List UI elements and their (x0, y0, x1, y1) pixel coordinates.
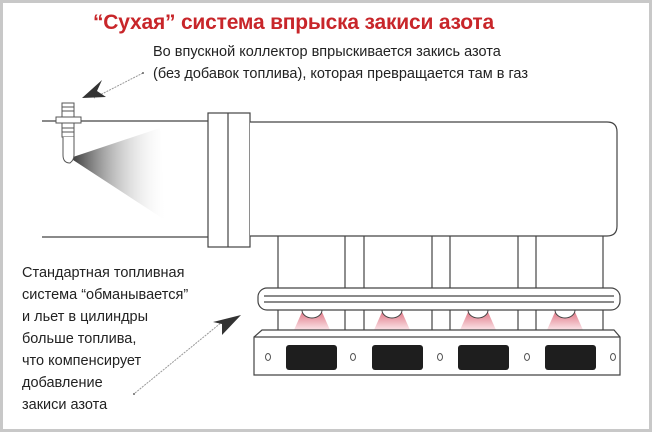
annotation-bottom-line-3: и льет в цилиндры (22, 309, 149, 325)
intake-runners (277, 236, 604, 330)
bolt-holes (265, 353, 616, 361)
annotation-bottom-line-2: система “обманывается” (22, 287, 189, 303)
annotation-bottom-line-7: закиси азота (22, 397, 108, 413)
intake-plenum (250, 121, 618, 237)
annotation-top-line-2: (без добавок топлива), которая превращае… (153, 66, 528, 82)
annotation-bottom-line-4: больше топлива, (22, 331, 137, 347)
annotation-bottom-line-1: Стандартная топливная (22, 265, 185, 281)
nitrous-nozzle-icon (55, 102, 82, 164)
arrow-bottom-icon (133, 315, 241, 395)
cylinder-head (253, 329, 621, 376)
fuel-injectors (301, 309, 576, 319)
annotation-top-line-1: Во впускной коллектор впрыскивается заки… (153, 44, 501, 60)
annotation-bottom-line-5: что компенсирует (22, 353, 142, 369)
annotation-bottom-line-6: добавление (22, 375, 103, 391)
intake-ports (286, 345, 596, 370)
arrow-top-icon (82, 72, 144, 99)
throttle-flange (207, 112, 251, 248)
fuel-rail (257, 287, 621, 311)
nitrous-spray (70, 128, 165, 220)
diagram-title: “Сухая” система впрыска закиси азота (93, 11, 494, 34)
fuel-sprays (294, 312, 583, 330)
